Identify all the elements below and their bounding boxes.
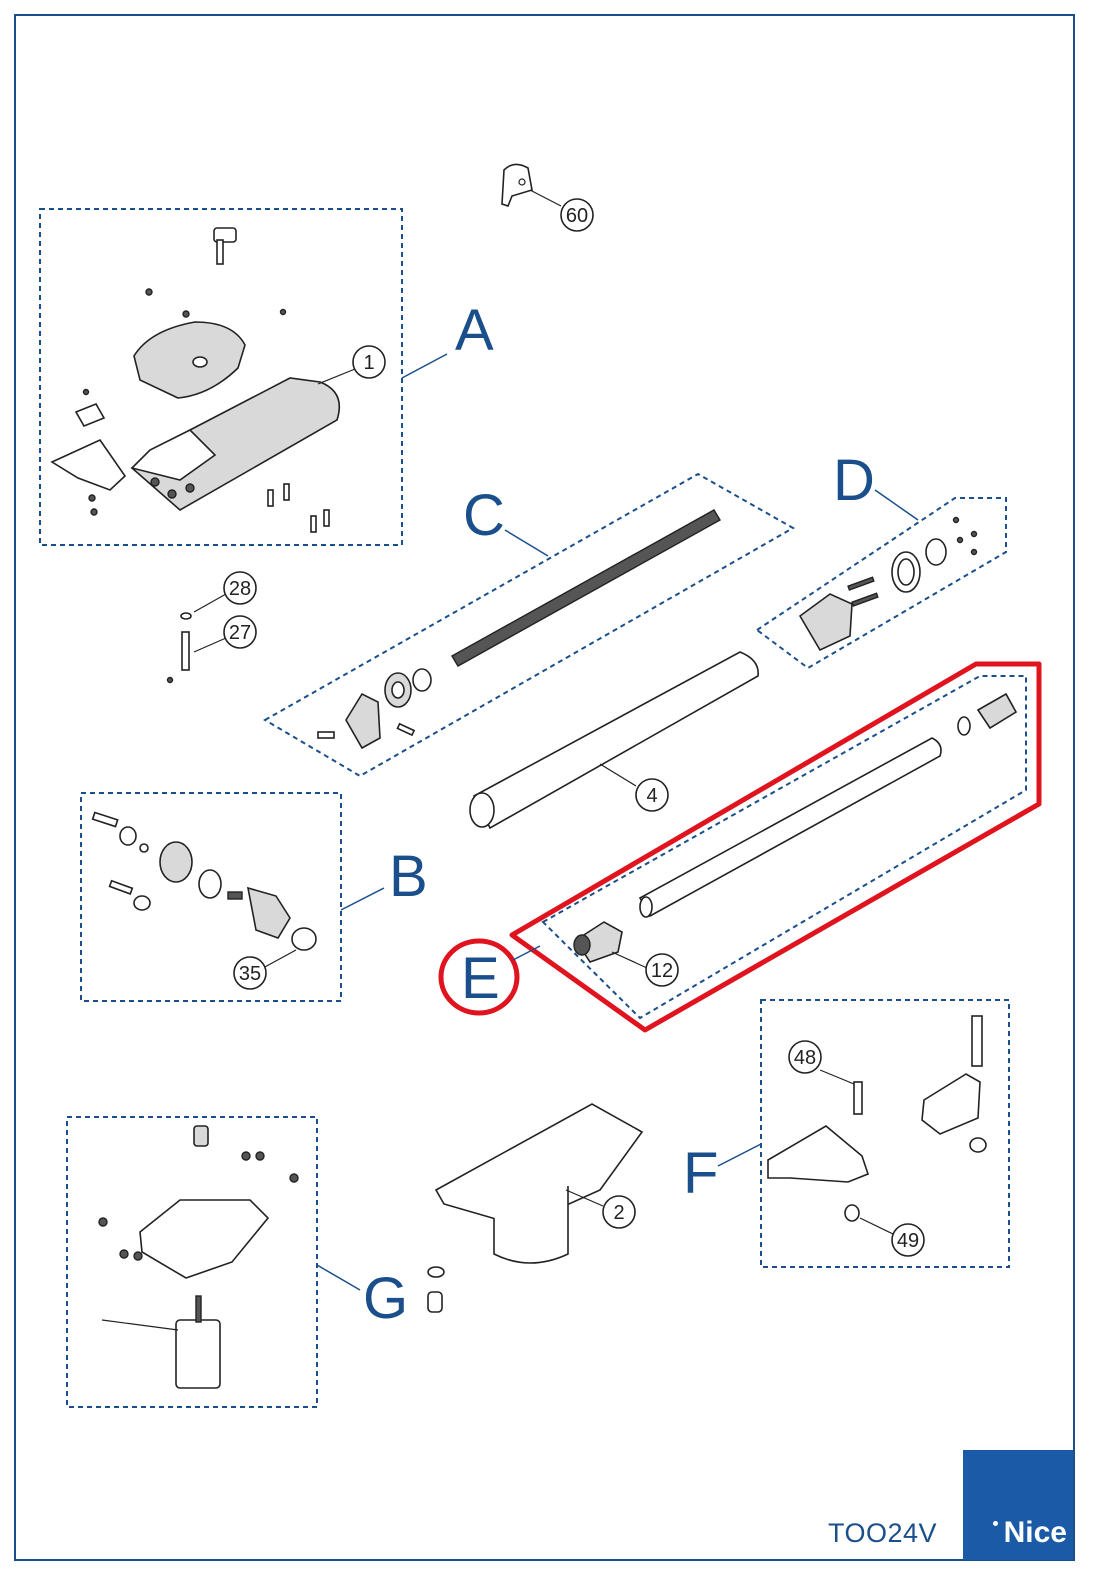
callout-4: 4 xyxy=(635,778,669,812)
group-d-leader xyxy=(874,489,919,521)
group-e-box xyxy=(541,675,1027,1020)
group-b: B xyxy=(80,792,428,1002)
group-f: F xyxy=(683,999,1010,1268)
group-c-letter: C xyxy=(463,483,505,548)
group-a: A xyxy=(39,208,494,546)
svg-text:35: 35 xyxy=(239,963,261,985)
group-g-leader xyxy=(316,1264,361,1291)
callout-48: 48 xyxy=(788,1040,822,1074)
nice-logo: Nice xyxy=(963,1450,1073,1560)
pin-parts xyxy=(166,593,227,684)
small-screws xyxy=(145,288,287,318)
brackets-f xyxy=(767,1015,987,1235)
callout-27: 27 xyxy=(223,615,257,649)
connector-block xyxy=(74,402,106,428)
cable-clamp xyxy=(50,438,127,491)
group-e: E xyxy=(438,661,1042,1033)
callout-12: 12 xyxy=(645,953,679,987)
group-c-leader xyxy=(504,529,549,557)
model-code-label: TOO24V xyxy=(828,1518,938,1548)
base-housing xyxy=(427,1103,644,1313)
callout-35: 35 xyxy=(233,956,267,990)
group-e-letter: E xyxy=(461,946,500,1011)
outer-tube xyxy=(469,651,759,830)
group-g-letter: G xyxy=(363,1266,408,1331)
callout-49: 49 xyxy=(891,1223,925,1257)
svg-text:28: 28 xyxy=(229,578,251,600)
group-d-box xyxy=(755,497,1007,670)
gear-assembly-c xyxy=(317,668,432,750)
logo-text: Nice xyxy=(1003,1516,1067,1549)
svg-text:12: 12 xyxy=(651,960,673,982)
gearbox-g xyxy=(98,1125,299,1389)
logo-dot-icon xyxy=(993,1521,998,1526)
group-d: D xyxy=(755,448,1007,670)
svg-text:4: 4 xyxy=(646,785,657,807)
group-b-letter: B xyxy=(389,844,428,909)
housing-screws xyxy=(267,483,330,533)
key-part xyxy=(213,227,237,265)
group-c: C xyxy=(263,472,796,778)
group-a-letter: A xyxy=(455,298,494,363)
svg-text:1: 1 xyxy=(363,352,374,374)
front-cap-d xyxy=(798,516,978,652)
callout-28: 28 xyxy=(223,571,257,605)
svg-text:60: 60 xyxy=(566,205,588,227)
callout-60: 60 xyxy=(560,198,594,232)
release-lever xyxy=(501,163,562,207)
group-b-leader xyxy=(340,887,385,911)
group-c-box xyxy=(263,472,796,778)
group-g: G xyxy=(66,1116,408,1408)
callout-1: 1 xyxy=(352,345,386,379)
svg-text:48: 48 xyxy=(794,1047,816,1069)
group-e-letter-ring xyxy=(438,938,520,1016)
group-f-leader xyxy=(717,1143,762,1167)
group-b-box xyxy=(80,792,342,1002)
top-cover xyxy=(133,321,246,399)
group-a-box xyxy=(39,208,403,546)
callout-2: 2 xyxy=(602,1195,636,1229)
inner-tube-e xyxy=(573,692,1018,969)
group-d-letter: D xyxy=(833,448,875,513)
group-e-leader xyxy=(512,945,541,961)
svg-text:49: 49 xyxy=(897,1230,919,1252)
group-e-highlight xyxy=(509,661,1042,1033)
lead-screw xyxy=(451,509,721,667)
page-frame xyxy=(14,14,1075,1561)
group-f-box xyxy=(760,999,1010,1268)
svg-text:2: 2 xyxy=(613,1202,624,1224)
gear-assembly-b xyxy=(91,811,317,969)
group-f-letter: F xyxy=(683,1141,718,1206)
group-a-leader xyxy=(401,353,448,379)
svg-text:27: 27 xyxy=(229,622,251,644)
